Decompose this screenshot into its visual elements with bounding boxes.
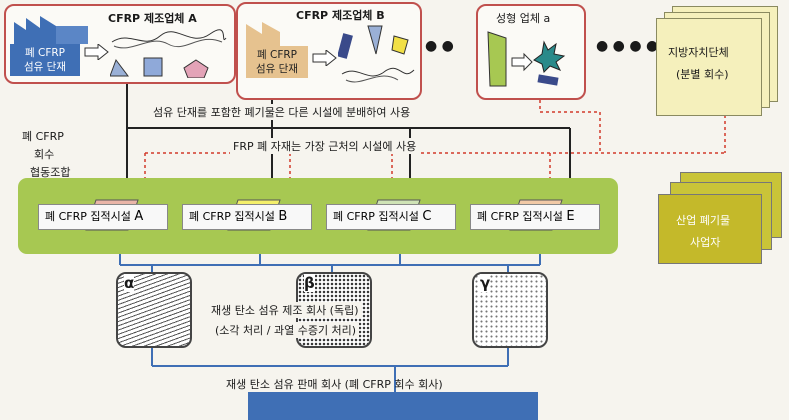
molder-title: 성형 업체 a <box>496 12 551 25</box>
industrial-box <box>658 194 762 264</box>
facility-a-label: 폐 CFRP 집적시설 <box>45 210 131 223</box>
producer-b-tag: 폐 CFRP 섬유 단재 <box>246 46 308 78</box>
facility-b-letter: B <box>278 209 288 224</box>
recycler-note-line2: (소각 처리 / 과열 수증기 처리) <box>212 322 360 338</box>
producer-a-title: CFRP 제조업체 A <box>108 12 197 25</box>
local-gov-line2: (분별 회수) <box>676 68 729 81</box>
recycler-alpha-symbol: α <box>124 274 135 292</box>
recycler-gamma-symbol: γ <box>480 274 491 292</box>
recycler-beta-symbol: β <box>304 274 315 292</box>
seller-label: 재생 탄소 섬유 판매 회사 (폐 CFRP 회수 회사) <box>226 378 443 391</box>
dots: ● ● ● ● <box>596 38 659 54</box>
facility-c: 폐 CFRP 집적시설 C <box>326 204 456 230</box>
arrow-icon <box>84 44 109 60</box>
fiber-scrap-icon <box>338 25 415 83</box>
seller-bar <box>248 392 538 420</box>
molded-part-icon <box>487 31 566 87</box>
factory-icon <box>246 22 280 46</box>
recycler-note-line1: 재생 탄소 섬유 제조 회사 (독립) <box>208 302 362 318</box>
facility-e-letter: E <box>566 209 575 224</box>
facility-c-letter: C <box>422 209 432 224</box>
fiber-scrap-icon <box>110 29 227 78</box>
dots: ● ● <box>425 38 454 54</box>
facility-a: 폐 CFRP 집적시설 A <box>38 204 168 230</box>
industrial-line1: 산업 폐기물 <box>676 214 731 227</box>
facility-e-label: 폐 CFRP 집적시설 <box>477 210 563 223</box>
note-fiber: 섬유 단재를 포함한 폐기물은 다른 시설에 분배하여 사용 <box>150 104 414 120</box>
industrial-line2: 사업자 <box>690 236 721 249</box>
coop-line1: 폐 CFRP <box>22 130 64 143</box>
facility-b: 폐 CFRP 집적시설 B <box>182 204 312 230</box>
note-frp: FRP 폐 자재는 가장 근처의 시설에 사용 <box>230 138 420 154</box>
producer-b-title: CFRP 제조업체 B <box>296 9 385 22</box>
local-gov-note <box>656 18 762 116</box>
factory-icon <box>14 16 88 44</box>
arrow-icon <box>312 50 337 66</box>
coop-line2: 회수 <box>34 148 55 161</box>
coop-line3: 협동조합 <box>30 166 71 179</box>
facility-c-label: 폐 CFRP 집적시설 <box>333 210 419 223</box>
facility-b-label: 폐 CFRP 집적시설 <box>189 210 275 223</box>
facility-e: 폐 CFRP 집적시설 E <box>470 204 600 230</box>
facility-a-letter: A <box>134 209 144 224</box>
producer-a-tag: 폐 CFRP 섬유 단재 <box>10 44 80 76</box>
local-gov-line1: 지방자치단체 <box>668 46 729 59</box>
